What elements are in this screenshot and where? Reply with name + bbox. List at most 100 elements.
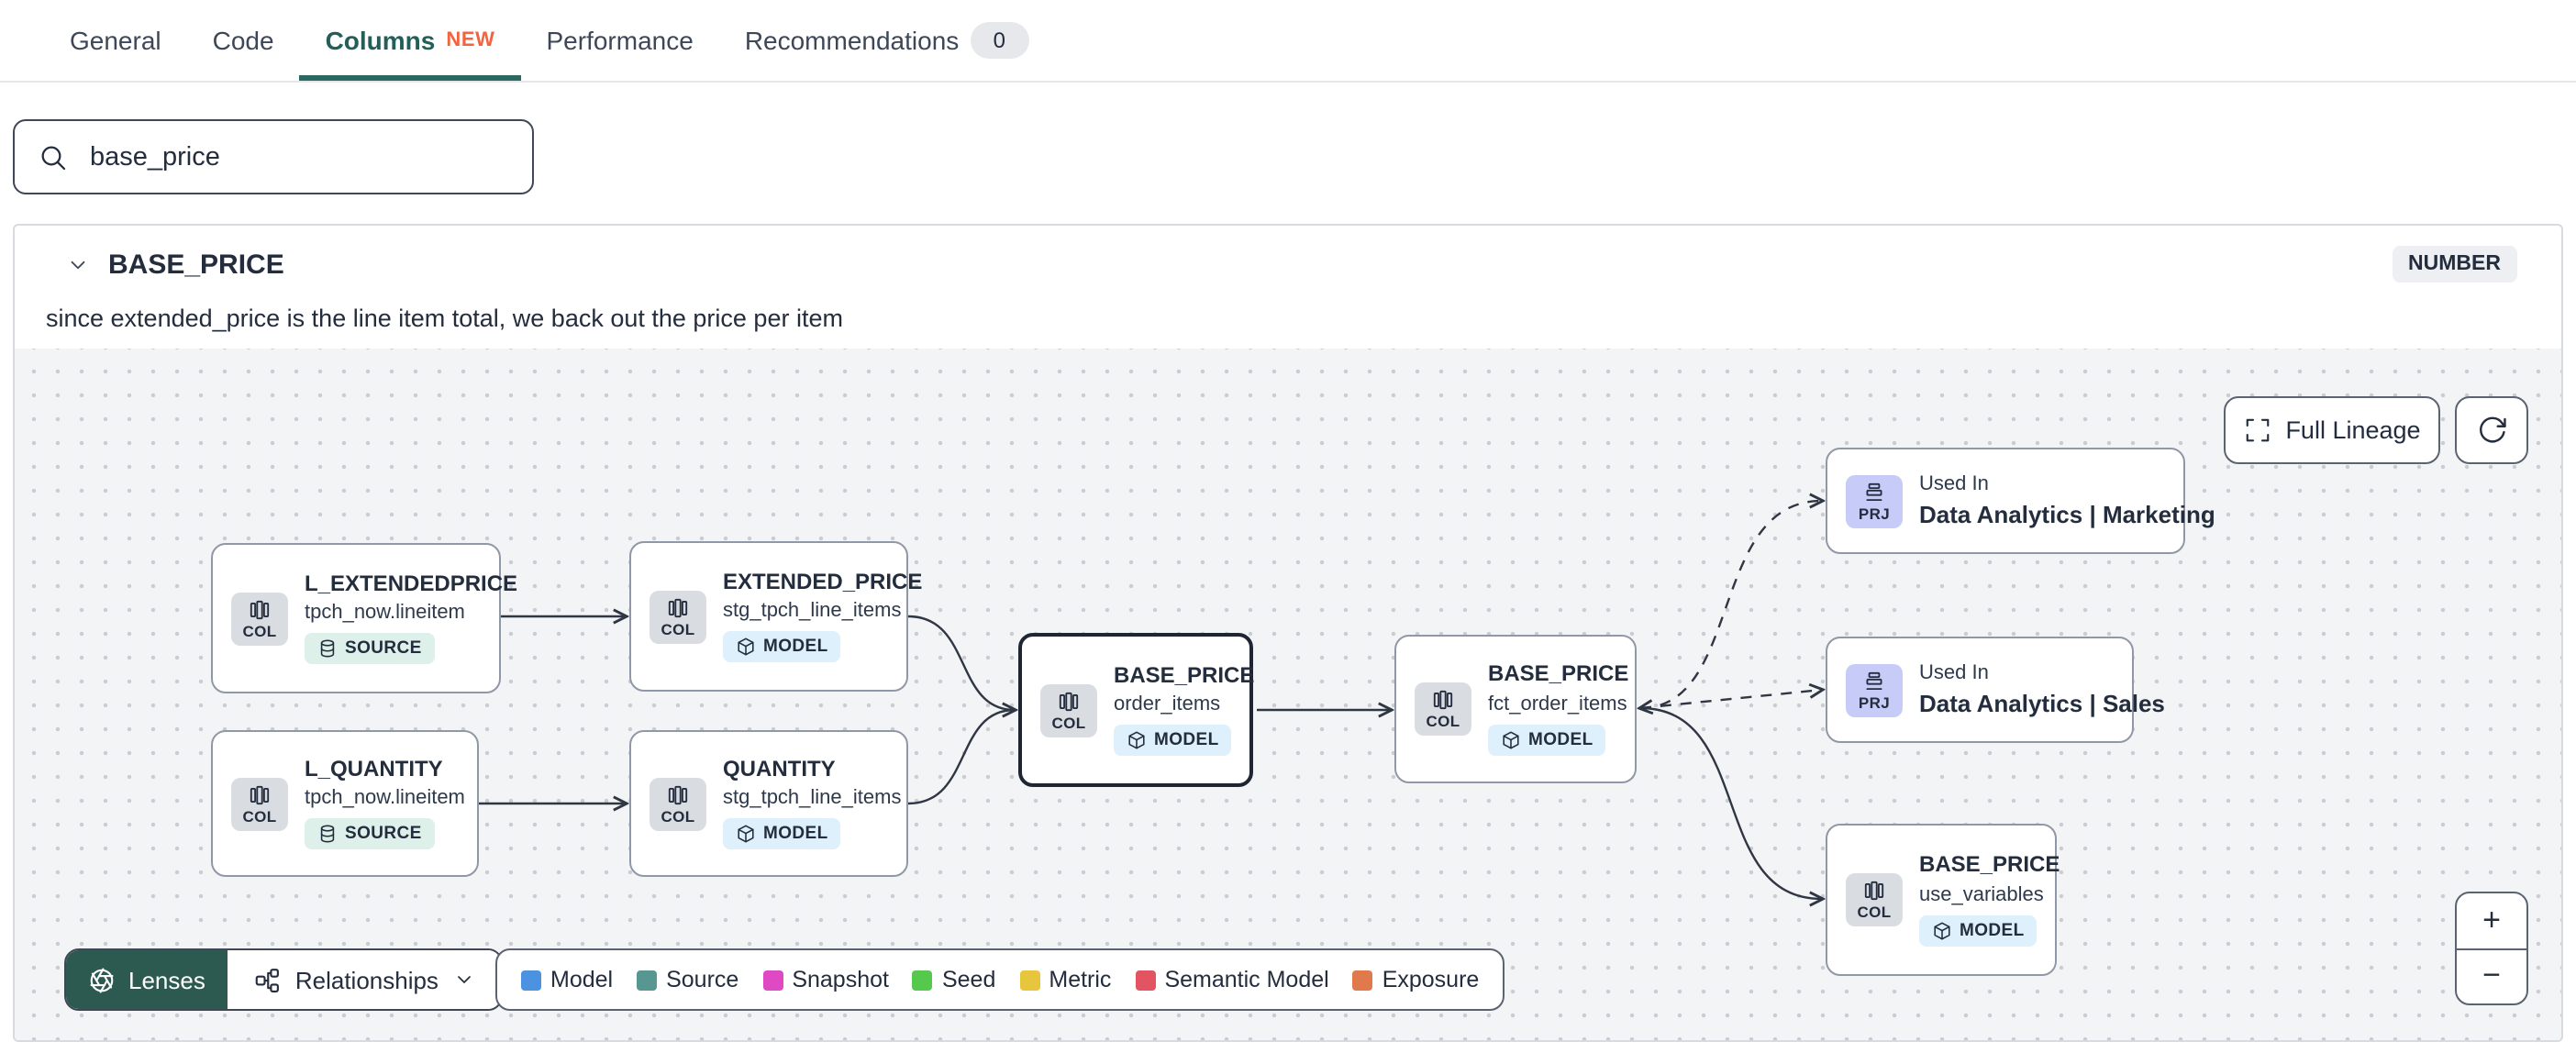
lineage-edges — [479, 349, 2561, 1040]
node-title: QUANTITY — [723, 755, 836, 781]
node-subtitle: Data Analytics | Marketing — [1919, 501, 2215, 528]
legend-item-seed: Seed — [912, 967, 995, 992]
lineage-node-quantity[interactable]: COL QUANTITY stg_tpch_line_items MODEL — [629, 730, 908, 877]
zoom-control: + − — [2455, 892, 2528, 1005]
column-node-badge: COL — [231, 777, 288, 830]
legend-swatch — [762, 970, 783, 990]
tab-performance[interactable]: Performance — [521, 0, 719, 81]
tab-bar: General Code Columns NEW Performance Rec… — [0, 0, 2576, 83]
node-type-label: MODEL — [1960, 920, 2025, 941]
node-kind-label: COL — [242, 806, 277, 826]
lineage-node-base-price-fct-order-items[interactable]: COL BASE_PRICE fct_order_items MODEL — [1394, 635, 1637, 783]
columns-icon — [1864, 881, 1884, 901]
tab-code[interactable]: Code — [187, 0, 300, 81]
tab-label: General — [70, 26, 161, 55]
legend-item-exposure: Exposure — [1352, 967, 1479, 992]
aperture-icon — [90, 967, 114, 992]
full-lineage-button[interactable]: Full Lineage — [2224, 396, 2440, 464]
project-icon — [1866, 482, 1882, 501]
refresh-icon — [2479, 416, 2505, 443]
node-subtitle: stg_tpch_line_items — [723, 600, 902, 623]
columns-icon — [250, 785, 270, 804]
node-title: BASE_PRICE — [1919, 851, 2060, 878]
column-search[interactable] — [13, 119, 534, 194]
legend-swatch — [521, 970, 541, 990]
node-subtitle: tpch_now.lineitem — [305, 602, 465, 625]
tab-label: Columns — [325, 26, 436, 55]
tab-columns[interactable]: Columns NEW — [299, 0, 522, 81]
cube-icon — [1934, 922, 1950, 940]
column-panel: BASE_PRICE NUMBER since extended_price i… — [13, 224, 2563, 1042]
cube-icon — [738, 826, 754, 844]
node-title: EXTENDED_PRICE — [723, 568, 923, 594]
node-kind-label: COL — [1426, 712, 1460, 731]
refresh-button[interactable] — [2455, 396, 2528, 464]
node-kind-label: COL — [661, 619, 695, 638]
cube-icon — [1503, 731, 1519, 749]
column-node-badge: COL — [1040, 683, 1097, 737]
node-type-label: SOURCE — [345, 638, 422, 660]
tab-label: Performance — [546, 26, 694, 55]
column-description: since extended_price is the line item to… — [46, 305, 843, 332]
legend-item-snapshot: Snapshot — [762, 967, 889, 992]
lineage-node-l-quantity[interactable]: COL L_QUANTITY tpch_now.lineitem SOURCE — [211, 730, 479, 877]
legend-swatch — [637, 970, 658, 990]
node-kind-label: COL — [1051, 713, 1086, 732]
source-pill: SOURCE — [305, 818, 435, 850]
columns-icon — [668, 598, 688, 617]
chevron-down-icon — [458, 976, 471, 983]
project-node-badge: PRJ — [1846, 663, 1903, 716]
node-title: L_EXTENDEDPRICE — [305, 570, 518, 596]
node-kind-label: COL — [1857, 903, 1892, 922]
model-pill: MODEL — [1919, 914, 2037, 947]
tab-recommendations[interactable]: Recommendations 0 — [719, 0, 1054, 81]
lineage-node-used-in-marketing[interactable]: PRJ Used In Data Analytics | Marketing — [1826, 448, 2215, 554]
lineage-node-used-in-sales[interactable]: PRJ Used In Data Analytics | Sales — [1826, 637, 2165, 743]
model-pill: MODEL — [1114, 725, 1232, 757]
node-title: Used In — [1919, 662, 1989, 684]
node-kind-label: PRJ — [1858, 504, 1891, 523]
column-name: BASE_PRICE — [108, 249, 284, 280]
lineage-canvas[interactable]: COL L_EXTENDEDPRICE tpch_now.lineitem SO… — [15, 349, 2561, 1040]
chevron-down-icon[interactable] — [66, 252, 90, 276]
lineage-node-extended-price[interactable]: COL EXTENDED_PRICE stg_tpch_line_items M… — [629, 541, 922, 692]
search-row — [0, 83, 2576, 194]
node-kind-label: PRJ — [1858, 693, 1891, 712]
node-kind-label: COL — [242, 621, 277, 640]
zoom-in-button[interactable]: + — [2457, 893, 2526, 949]
legend-item-semantic-model: Semantic Model — [1135, 967, 1329, 992]
node-title: BASE_PRICE — [1114, 661, 1255, 688]
node-type-label: MODEL — [1528, 729, 1593, 750]
lenses-toolbar: Lenses Relationships — [64, 948, 503, 1011]
lineage-node-l-extendedprice[interactable]: COL L_EXTENDEDPRICE tpch_now.lineitem SO… — [211, 543, 517, 693]
node-subtitle: use_variables — [1919, 883, 2044, 906]
columns-icon — [250, 600, 270, 619]
relationships-dropdown[interactable]: Relationships — [227, 950, 501, 1009]
column-node-badge: COL — [650, 590, 706, 643]
tab-label: Recommendations — [744, 26, 960, 55]
model-pill: MODEL — [723, 818, 841, 850]
node-kind-label: COL — [661, 806, 695, 826]
lineage-node-base-price-order-items[interactable]: COL BASE_PRICE order_items MODEL — [1018, 633, 1255, 787]
lenses-label: Lenses — [128, 966, 205, 993]
lineage-node-base-price-use-variables[interactable]: COL BASE_PRICE use_variables MODEL — [1826, 824, 2060, 976]
tab-general[interactable]: General — [44, 0, 187, 81]
node-title: L_QUANTITY — [305, 755, 443, 781]
model-pill: MODEL — [723, 631, 841, 663]
search-input[interactable] — [86, 140, 508, 173]
search-icon — [41, 145, 66, 170]
node-subtitle: fct_order_items — [1488, 693, 1627, 715]
model-pill: MODEL — [1488, 724, 1606, 756]
columns-icon — [1433, 691, 1453, 710]
column-node-badge: COL — [650, 777, 706, 830]
relationships-label: Relationships — [294, 966, 439, 993]
tab-label: Code — [212, 26, 274, 55]
lenses-button[interactable]: Lenses — [66, 950, 228, 1009]
zoom-out-button[interactable]: − — [2482, 958, 2501, 993]
node-type-label: MODEL — [763, 824, 828, 845]
node-subtitle: stg_tpch_line_items — [723, 787, 902, 810]
node-type-label: MODEL — [1154, 730, 1219, 751]
legend-item-source: Source — [637, 967, 738, 992]
legend-swatch — [1019, 970, 1040, 990]
expand-icon — [2246, 418, 2269, 442]
